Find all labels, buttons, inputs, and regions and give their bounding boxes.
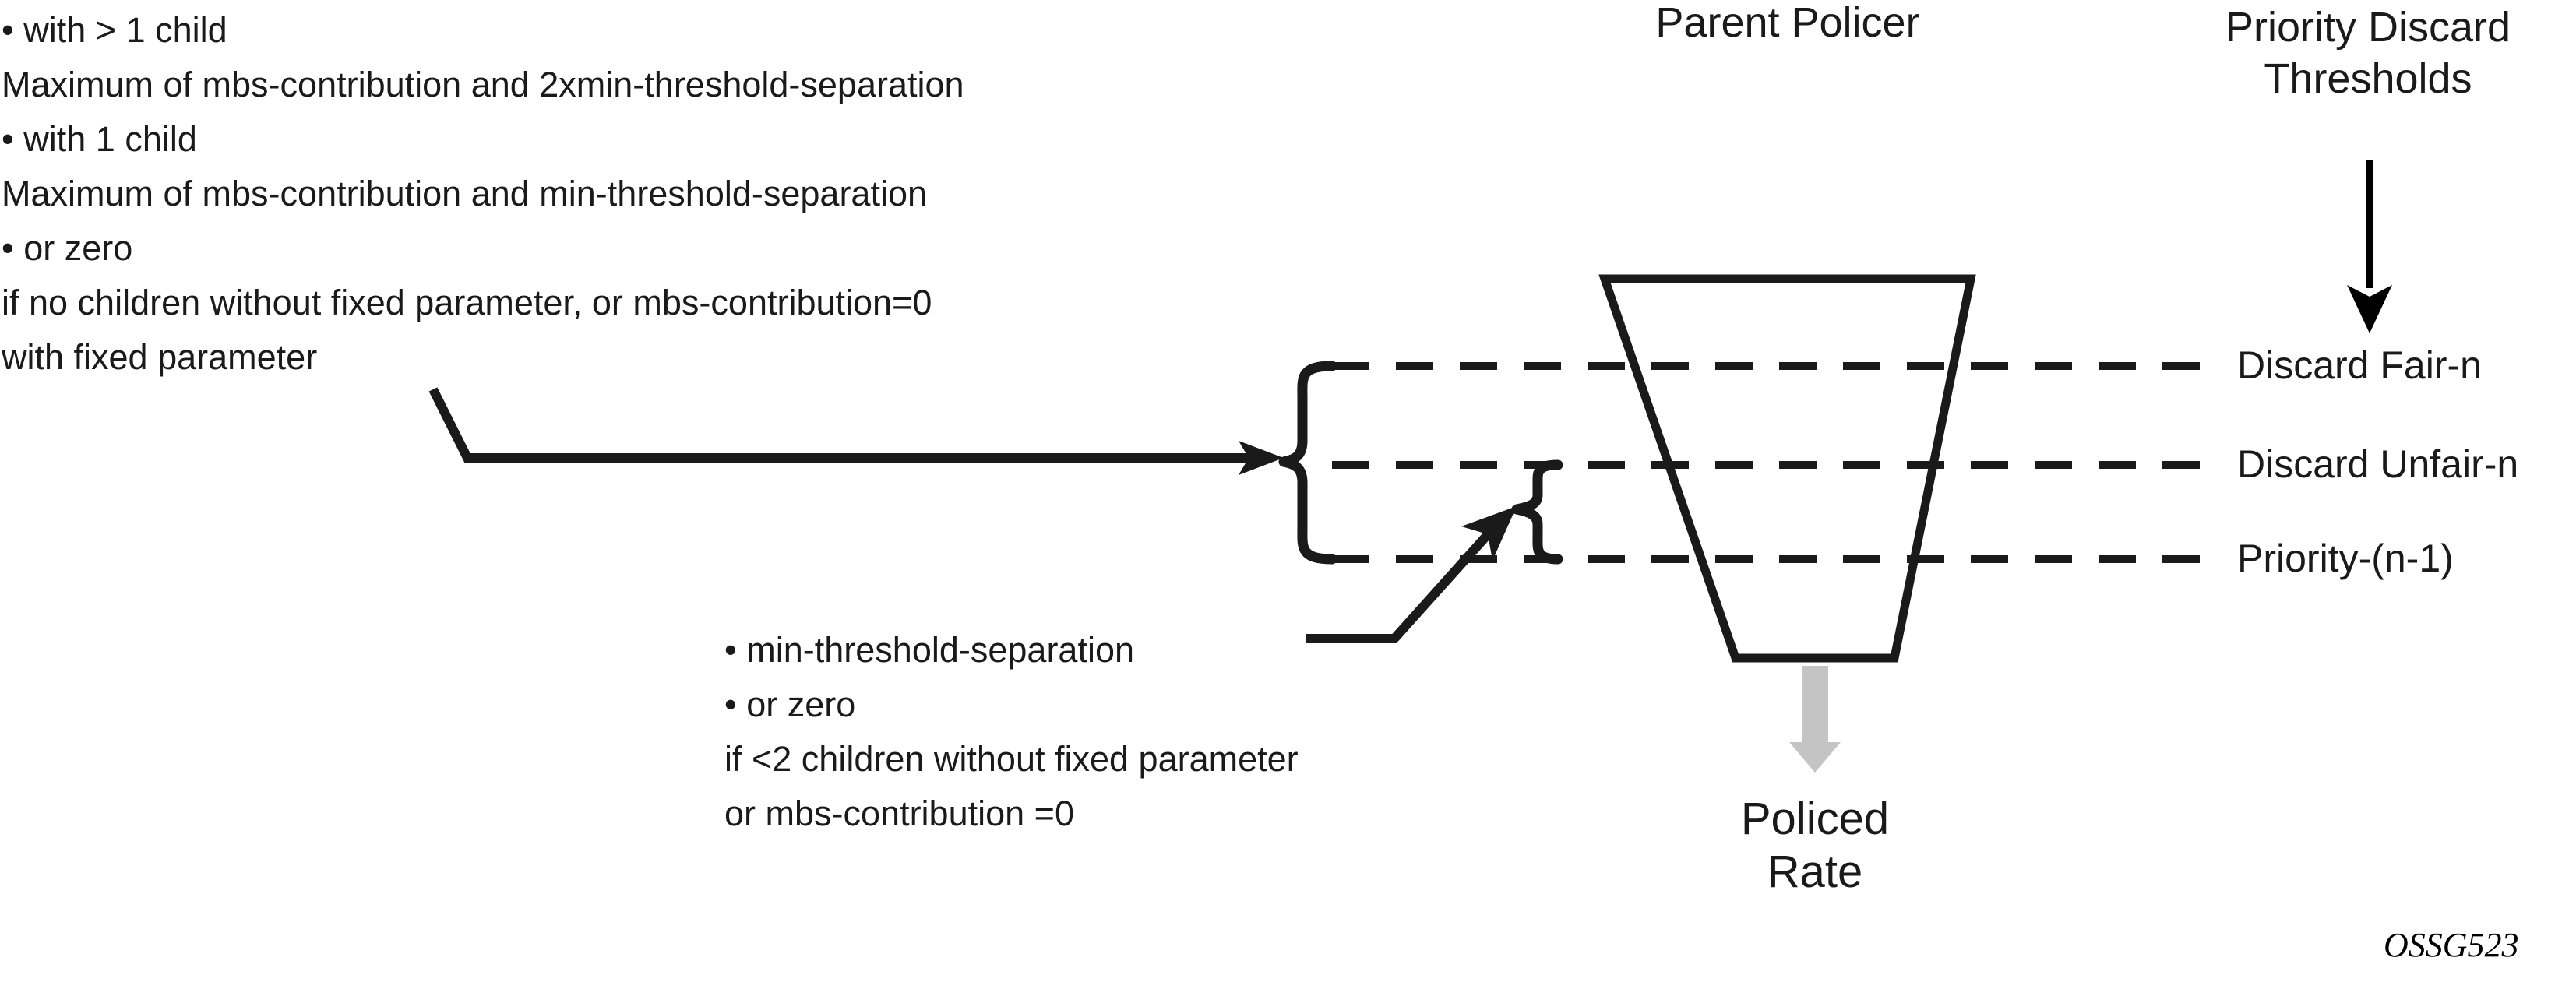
- top-annotation-line-1: Maximum of mbs-contribution and 2xmin-th…: [2, 65, 964, 104]
- bottom-annotation-line-2: if <2 children without fixed parameter: [724, 739, 1299, 779]
- bottom-annotation-block: • min-threshold-separation • or zero if …: [724, 623, 1581, 841]
- threshold-label-discard-fair-n: Discard Fair-n: [2237, 343, 2482, 387]
- outer-brace: [1278, 361, 1337, 565]
- threshold-label-discard-unfair-n: Discard Unfair-n: [2237, 442, 2519, 486]
- priority-discard-thresholds-title: Priority Discard Thresholds: [2225, 4, 2511, 102]
- top-annotation-line-4: • or zero: [2, 228, 133, 268]
- parent-policer-title: Parent Policer: [1655, 0, 1920, 46]
- top-annotation-line-6: with fixed parameter: [2, 337, 318, 377]
- leader-arrow-top-annotation: [428, 387, 1284, 475]
- policed-rate-arrow: [1789, 666, 1841, 773]
- top-annotation-line-2: • with 1 child: [2, 119, 197, 159]
- bottom-annotation-line-3: or mbs-contribution =0: [724, 794, 1074, 833]
- bottom-annotation-line-1: • or zero: [724, 685, 856, 724]
- top-annotation-line-3: Maximum of mbs-contribution and min-thre…: [2, 174, 928, 213]
- policed-rate-caption: Policed Rate: [1740, 794, 1890, 897]
- bottom-annotation-line-0: • min-threshold-separation: [724, 630, 1135, 670]
- top-annotation-line-5: if no children without fixed parameter, …: [2, 283, 932, 322]
- leader-arrow-bottom-annotation: [1306, 506, 1517, 643]
- inner-brace: [1511, 459, 1563, 565]
- threshold-label-priority-n-minus-1: Priority-(n-1): [2237, 537, 2454, 580]
- top-annotation-line-0: • with > 1 child: [2, 10, 227, 50]
- watermark-label: OSSG523: [2384, 926, 2519, 964]
- top-annotation-block: • with > 1 child Maximum of mbs-contribu…: [2, 3, 1326, 385]
- priority-thresholds-arrow: [2347, 160, 2392, 333]
- parent-policer-trapezoid: [1598, 274, 1976, 663]
